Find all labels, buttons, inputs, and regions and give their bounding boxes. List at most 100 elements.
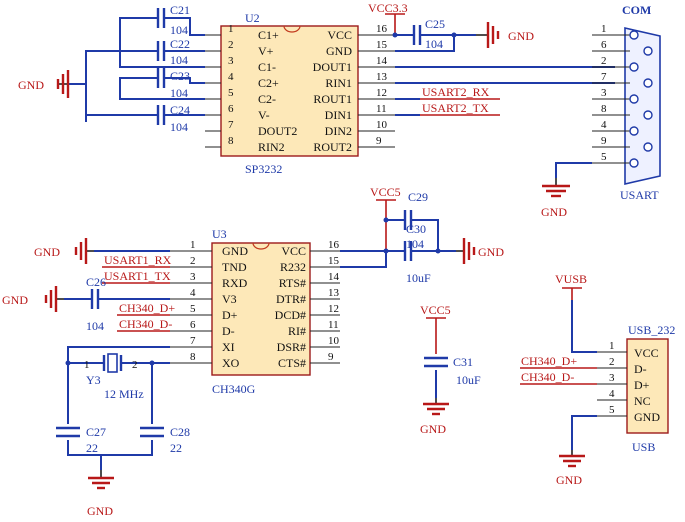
u3-pin-name: CTS# <box>278 356 306 370</box>
cap-c27 <box>56 426 80 438</box>
u3-pin-name: TND <box>222 260 247 274</box>
cap-c27-value: 22 <box>86 441 98 455</box>
u2-pin-name: DOUT1 <box>313 60 352 74</box>
u3-pin-num: 4 <box>190 287 196 299</box>
u3-gnd-v3-label: GND <box>2 293 28 307</box>
u2-pin-name: DIN2 <box>325 124 352 138</box>
u3-left-pin-lines <box>170 250 212 364</box>
cap-c31-value: 10uF <box>456 373 481 387</box>
crystal-wiring <box>65 346 170 470</box>
u2-pin-num: 6 <box>228 103 234 115</box>
u2-pin-num: 2 <box>228 39 234 51</box>
usb-vusb-net <box>562 287 597 353</box>
cap-c29-30-value: 10uF <box>406 271 431 285</box>
u2-pin-num: 4 <box>228 71 234 83</box>
u2-ref: U2 <box>245 11 260 25</box>
c31-gnd-label: GND <box>420 422 446 436</box>
cap-c30-value: 104 <box>406 237 424 251</box>
u3-gnd-v3-symbol <box>44 286 64 312</box>
u2-vcc-label: VCC3.3 <box>368 1 408 15</box>
u2-pin-name: C1+ <box>258 28 279 42</box>
usart1-tx-label: USART1_TX <box>104 269 171 283</box>
u2-pin-name: C2+ <box>258 76 279 90</box>
cap-c21-ref: C21 <box>170 3 190 17</box>
u2-body <box>220 25 359 157</box>
cap-c31-ref: C31 <box>453 355 473 369</box>
u3-pin-name: RTS# <box>279 276 306 290</box>
u2-gnd-right-label: GND <box>508 29 534 43</box>
u3-pin-name: GND <box>222 244 248 258</box>
com-title: COM <box>622 3 651 17</box>
usb-connector <box>597 338 669 434</box>
u2-left-wiring <box>68 17 205 122</box>
u3-pin-name: RXD <box>222 276 248 290</box>
usb-pin-name: NC <box>634 394 651 408</box>
cap-c28 <box>140 426 164 438</box>
cap-c24 <box>156 105 166 125</box>
cap-c30-ref: C30 <box>406 222 426 236</box>
cap-c26 <box>64 289 170 309</box>
cap-c24-value: 104 <box>170 120 188 134</box>
usb-name: USB <box>632 440 655 454</box>
u3-pin-num: 10 <box>328 335 340 347</box>
u3-pin-num: 3 <box>190 271 196 283</box>
u3-body <box>211 242 311 376</box>
usart2-rx-label: USART2_RX <box>422 85 490 99</box>
u2-pin-name: ROUT1 <box>313 92 352 106</box>
cap-c26-value: 104 <box>86 319 104 333</box>
u2-pin-num: 11 <box>376 103 387 115</box>
ch340-dm-label: CH340_D- <box>119 317 172 331</box>
cap-c25-ref: C25 <box>425 17 445 31</box>
u2-pin-num: 1 <box>228 23 234 35</box>
cap-c28-ref: C28 <box>170 425 190 439</box>
crystal-gnd-symbol <box>88 470 114 490</box>
u2-pin-num: 3 <box>228 55 234 67</box>
u3-pin-num: 9 <box>328 351 334 363</box>
cap-c27-ref: C27 <box>86 425 106 439</box>
com-connector <box>592 26 661 186</box>
u3-right-pin-lines <box>310 250 340 364</box>
u2-pin-num: 10 <box>376 119 388 131</box>
u2-pin-name: C2- <box>258 92 276 106</box>
u2-right-pin-lines <box>358 34 395 148</box>
usb-pin-name: VCC <box>634 346 659 360</box>
usb-pin-num: 2 <box>609 356 615 368</box>
crystal-gnd-label: GND <box>87 504 113 518</box>
u2-notch <box>283 25 301 33</box>
u3-vcc5-label: VCC5 <box>370 185 401 199</box>
u3-gnd-left-symbol <box>74 238 170 264</box>
cap-c28-value: 22 <box>170 441 182 455</box>
u3-pin-num: 8 <box>190 351 196 363</box>
usb-vusb-label: VUSB <box>555 272 587 286</box>
u2-pin-name: RIN1 <box>325 76 352 90</box>
u3-ref: U3 <box>212 227 227 241</box>
u3-pin-name: R232 <box>280 260 306 274</box>
usb-dp-label: CH340_D+ <box>521 354 577 368</box>
u3-pin-num: 11 <box>328 319 339 331</box>
com-gnd-label: GND <box>541 205 567 219</box>
cap-c21 <box>156 8 166 28</box>
u2-pin-name: GND <box>326 44 352 58</box>
u3-pin-name: DCD# <box>275 308 306 322</box>
com-pin-num: 3 <box>601 87 607 99</box>
u2-right-power <box>385 13 500 52</box>
u3-pin-num: 7 <box>190 335 196 347</box>
u2-pin-num: 16 <box>376 23 388 35</box>
u2-pin-num: 7 <box>228 119 234 131</box>
com-pin-num: 7 <box>601 71 607 83</box>
u3-part: CH340G <box>212 382 256 396</box>
u2-gnd-left-label: GND <box>18 78 44 92</box>
u2-com-wiring <box>395 66 615 116</box>
u2-pin-num: 14 <box>376 55 388 67</box>
u3-pin-num: 14 <box>328 271 340 283</box>
usb-pin-num: 5 <box>609 404 615 416</box>
usart1-rx-label: USART1_RX <box>104 253 172 267</box>
u3-pin-name: D+ <box>222 308 238 322</box>
u3-pin-num: 16 <box>328 239 340 251</box>
crystal-freq: 12 MHz <box>104 387 144 401</box>
u3-pin-num: 13 <box>328 287 340 299</box>
u3-pin-name: VCC <box>281 244 306 258</box>
cap-c23-value: 104 <box>170 86 188 100</box>
com-pin-num: 9 <box>601 135 607 147</box>
